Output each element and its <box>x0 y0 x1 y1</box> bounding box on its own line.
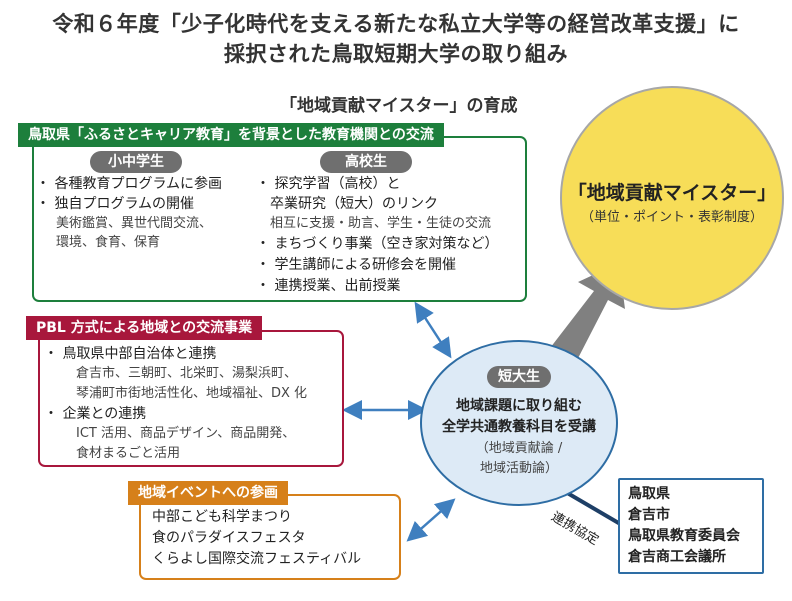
red-item-2-sub-1: ICT 活用、商品デザイン、商品開発、 <box>76 426 296 441</box>
red-box-header: PBL 方式による地域との交流事業 <box>26 316 263 340</box>
meister-title: 「地域貢献マイスター」 <box>567 182 777 204</box>
arrow-green-to-center <box>414 301 452 359</box>
orange-box-header: 地域イベントへの参画 <box>128 481 288 505</box>
center-line-3: （地域貢献論 / <box>475 441 563 456</box>
meister-subtitle: （単位・ポイント・表彰制度） <box>580 210 763 225</box>
red-item-1-sub-2: 琴浦町市街地活性化、地域福祉、DX 化 <box>76 386 308 401</box>
partner-2: 倉吉市 <box>628 507 670 523</box>
arrow-orange-to-center <box>406 498 456 542</box>
orange-item-1: 中部こども科学まつり <box>152 509 292 525</box>
green-box-header: 鳥取県「ふるさとキャリア教育」を背景とした教育機関との交流 <box>18 123 444 147</box>
orange-item-2: 食のパラダイスフェスタ <box>152 530 306 546</box>
partner-3: 鳥取県教育委員会 <box>628 528 740 544</box>
partner-4: 倉吉商工会議所 <box>628 549 726 565</box>
center-line-4: 地域活動論） <box>479 461 558 476</box>
subtitle: 「地域貢献マイスター」の育成 <box>280 96 518 116</box>
red-item-1: ・ 鳥取県中部自治体と連携 <box>44 346 217 362</box>
page-title-line1: 令和６年度「少子化時代を支える新たな私立大学等の経営改革支援」に <box>52 12 740 36</box>
pill-highschool: 高校生 <box>320 151 412 173</box>
green-left-item-2: ・ 独自プログラムの開催 <box>36 196 195 212</box>
center-line-1: 地域課題に取り組む <box>456 398 582 414</box>
green-right-item-4: ・ 連携授業、出前授業 <box>256 278 401 294</box>
red-item-2-sub-2: 食材まるごと活用 <box>76 446 181 461</box>
pill-college: 短大生 <box>487 366 551 388</box>
meister-circle <box>560 86 784 310</box>
partner-1: 鳥取県 <box>628 486 670 502</box>
green-left-sub-1: 美術鑑賞、異世代間交流、 <box>56 216 213 231</box>
green-left-item-1: ・ 各種教育プログラムに参画 <box>36 176 223 192</box>
green-right-item-3: ・ 学生講師による研修会を開催 <box>256 257 457 273</box>
page-title-line2: 採択された鳥取短期大学の取り組み <box>224 42 568 66</box>
orange-item-3: くらよし国際交流フェスティバル <box>152 551 362 567</box>
partners-box <box>618 478 764 574</box>
green-right-item-1b: 卒業研究（短大）のリンク <box>270 196 438 212</box>
red-item-2: ・ 企業との連携 <box>44 406 147 422</box>
green-right-item-1a: ・ 探究学習（高校）と <box>256 176 401 192</box>
green-right-item-1-sub: 相互に支援・助言、学生・生徒の交流 <box>270 216 492 231</box>
green-left-sub-2: 環境、食育、保育 <box>56 235 161 250</box>
green-right-item-2: ・ まちづくり事業（空き家対策など） <box>256 236 499 252</box>
pill-elementary: 小中学生 <box>90 151 182 173</box>
red-item-1-sub-1: 倉吉市、三朝町、北栄町、湯梨浜町、 <box>76 366 298 381</box>
center-line-2: 全学共通教養科目を受講 <box>442 419 596 435</box>
